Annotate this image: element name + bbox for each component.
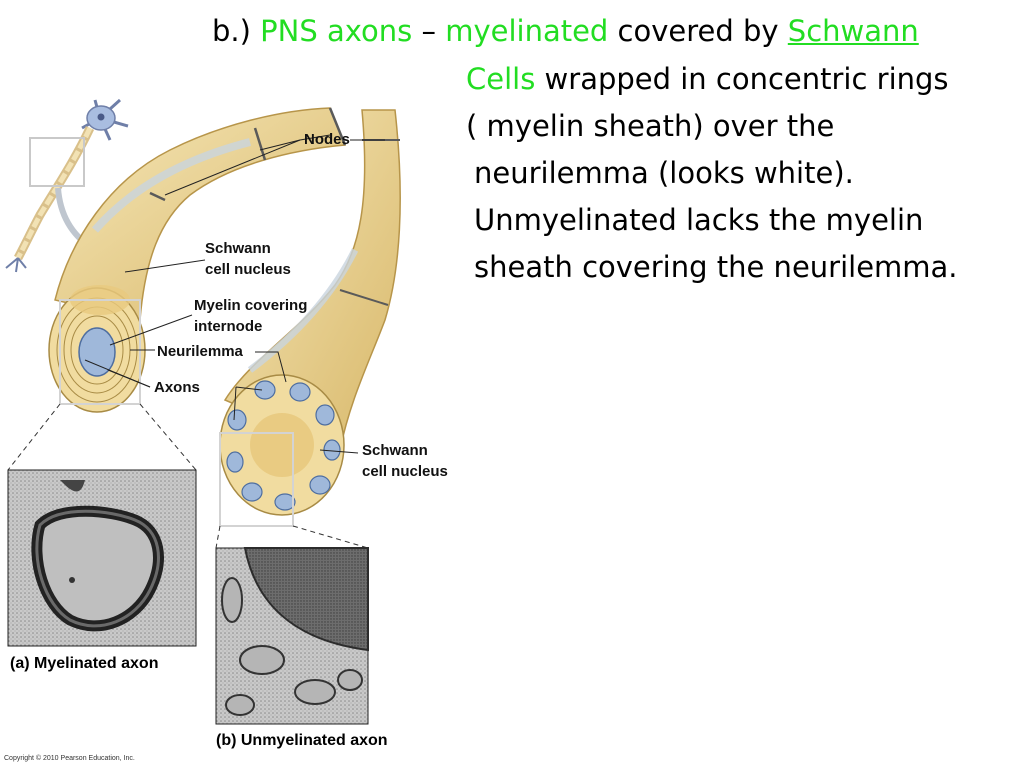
caption-myelinated-axon: (a) Myelinated axon (10, 655, 158, 672)
neuron-figure: Nodes Schwann cell nucleus Myelin coveri… (4, 98, 448, 762)
zoom-lines (7, 403, 369, 549)
copyright-notice: Copyright © 2010 Pearson Education, Inc. (4, 754, 135, 762)
micrograph-myelinated (7, 469, 197, 647)
text-covered-by: covered by (608, 14, 788, 48)
text-prefix: b.) (212, 14, 261, 48)
label-axons: Axons (154, 379, 200, 396)
text-schwann-link: Schwann (787, 14, 919, 48)
text-line-2: Cells wrapped in concentric rings (466, 56, 949, 103)
label-myelin-covering-2: internode (194, 318, 262, 335)
text-line-1: b.) PNS axons – myelinated covered by Sc… (212, 8, 919, 55)
myelinated-axon-drawing (48, 107, 347, 413)
text-myelinated: myelinated (445, 14, 609, 48)
text-pns-axons: PNS axons (260, 14, 413, 48)
label-myelin-covering-1: Myelin covering (194, 297, 307, 314)
micrograph-unmyelinated (215, 547, 369, 725)
label-schwann-nucleus-a-1: Schwann (205, 240, 271, 257)
text-line-5: Unmyelinated lacks the myelin (474, 203, 924, 237)
unmyelinated-axon-drawing (219, 109, 401, 527)
text-wrapped: wrapped in concentric rings (535, 62, 949, 96)
caption-unmyelinated-axon: (b) Unmyelinated axon (216, 732, 388, 749)
text-cells: Cells (466, 62, 536, 96)
label-neurilemma: Neurilemma (157, 343, 244, 360)
text-dash: – (412, 14, 446, 48)
text-line-3: ( myelin sheath) over the (466, 109, 835, 143)
leader-lines (84, 134, 385, 454)
label-schwann-nucleus-b-1: Schwann (362, 442, 428, 459)
text-line-6: sheath covering the neurilemma. (474, 250, 958, 284)
label-schwann-nucleus-b-2: cell nucleus (362, 463, 448, 480)
label-schwann-nucleus-a-2: cell nucleus (205, 261, 291, 278)
text-line-4: neurilemma (looks white). (474, 156, 854, 190)
label-nodes: Nodes (304, 131, 350, 148)
